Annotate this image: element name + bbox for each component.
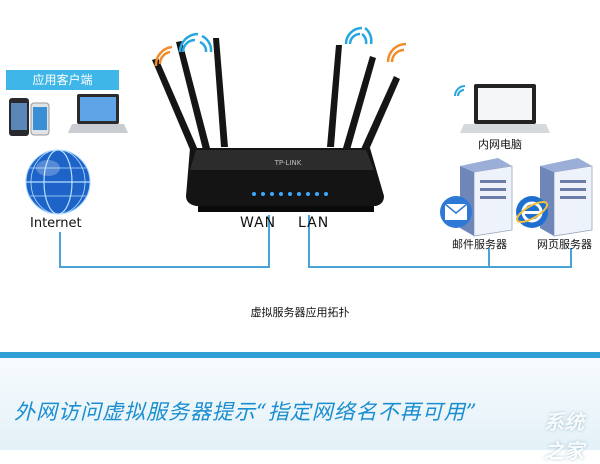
diagram-caption: 虚拟服务器应用拓扑 (250, 306, 350, 319)
web-server-label: 网页服务器 (537, 238, 592, 251)
tablet-icon (30, 102, 50, 136)
lan-connector (308, 215, 572, 268)
clients-label: 应用客户端 (6, 70, 119, 90)
site-watermark: 系统之家 (544, 410, 584, 463)
internet-label: Internet (30, 216, 82, 231)
router-icon: TP-LINK (186, 148, 384, 212)
phone-icon (9, 98, 29, 136)
lan-port-label: LAN (298, 215, 330, 231)
wan-connector (59, 215, 270, 268)
wifi-signal-icon (154, 26, 407, 67)
router-status-leds (252, 192, 328, 196)
globe-icon (25, 149, 91, 215)
ie-icon (515, 196, 549, 228)
intranet-laptop-icon (454, 84, 550, 133)
router-antennas (152, 38, 400, 152)
wan-port-label: WAN (240, 215, 277, 231)
network-topology-diagram: TP-LINK (9, 26, 593, 268)
router-brand: TP-LINK (274, 159, 302, 167)
laptop-icon (68, 94, 128, 133)
intranet-pc-label: 内网电脑 (478, 138, 522, 151)
mail-icon (440, 196, 472, 228)
server-icon (460, 158, 513, 237)
connector-lines (59, 215, 572, 268)
title-banner: 外网访问虚拟服务器提示“指定网络名不再可用” (0, 352, 600, 450)
mail-server-label: 邮件服务器 (452, 238, 507, 251)
server-icon (540, 158, 593, 237)
banner-title: 外网访问虚拟服务器提示“指定网络名不再可用” (14, 400, 478, 424)
